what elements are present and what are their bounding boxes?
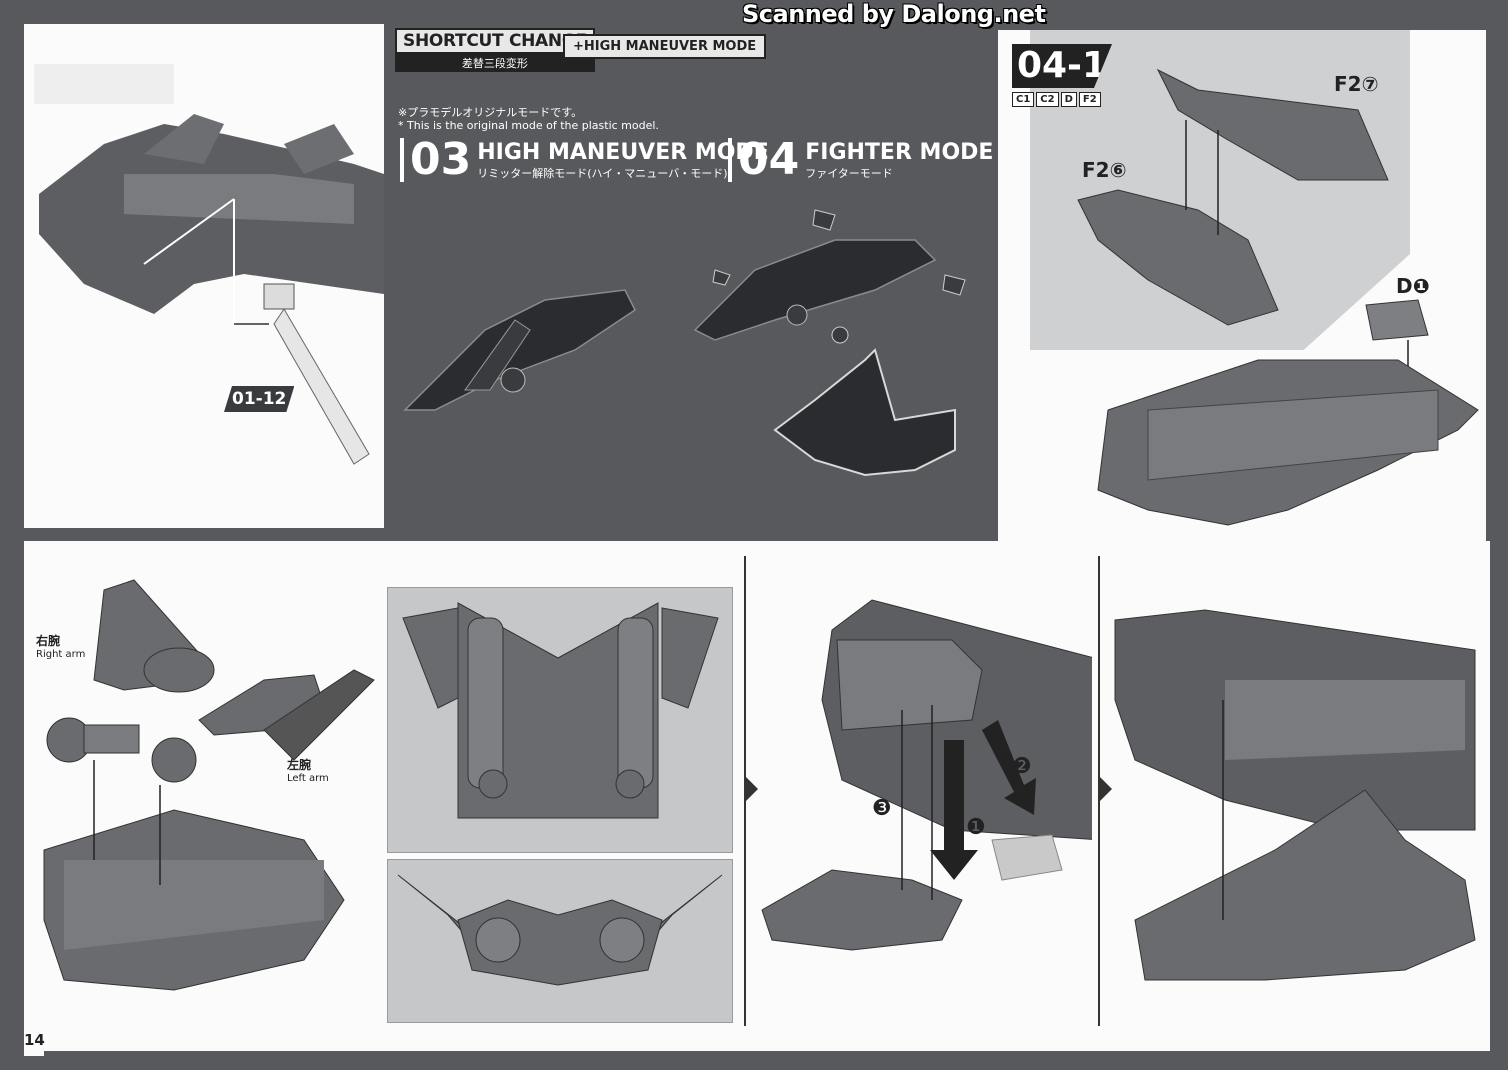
note-jp: ※プラモデルオリジナルモードです。 [398,106,583,119]
divider-1 [744,556,746,1026]
ship-illustration-left [34,64,384,465]
mode-04: 04 FIGHTER MODE ファイターモード [728,138,993,182]
mode-03-sub: リミッター解除モード(ハイ・マニューバ・モード) [477,166,728,180]
callout-f2-7: F2⑦ [1334,72,1379,96]
shortcut-header: SHORTCUT CHANGE 差替三段変形 [395,28,595,72]
right-arm-label: 右腕 Right arm [36,632,85,660]
mode-04-number: 04 [738,134,800,185]
mode-04-bar [728,138,732,182]
mode-illustrations [403,209,966,477]
shortcut-label: SHORTCUT CHANGE [395,28,595,54]
part-f2: F2 [1078,92,1101,107]
top-left-panel: 01-12 [24,24,384,528]
callout-f2-6: F2⑥ [1082,158,1127,182]
seq-1: ❶ [966,815,986,840]
step-id: 04-1 [1016,45,1108,86]
seq-3: ❸ [872,796,892,821]
step-04-1-illustration [1077,68,1479,526]
seq-2: ❷ [1012,754,1032,779]
note-en: * This is the original mode of the plast… [398,119,659,132]
arms-illustration [43,579,375,991]
left-arm-jp: 左腕 [287,758,312,772]
removal-illustration [761,599,1092,951]
final-assembly-illustration [1114,609,1476,981]
mode-03-title: HIGH MANEUVER MODE [477,139,769,165]
mode-03: 03 HIGH MANEUVER MODE リミッター解除モード(ハイ・マニュー… [400,138,769,182]
callout-d-1: D❶ [1396,274,1430,298]
part-c2: C2 [1036,92,1059,107]
mode-04-title: FIGHTER MODE [805,139,994,165]
top-view-box [387,587,733,853]
part-c1: C1 [1012,92,1035,107]
mode-03-bar [400,138,404,182]
left-arm-en: Left arm [287,773,329,784]
mode-tag: +HIGH MANEUVER MODE [563,34,767,59]
mode-04-sub: ファイターモード [805,166,893,180]
top-view-illustration [402,602,719,819]
step-id-box: 04-1 [1012,44,1112,88]
parts-list: C1 C2 D F2 [1012,92,1103,107]
page-number: 14 [24,1030,45,1056]
page-number-text: 14 [24,1031,45,1049]
right-arm-jp: 右腕 [36,634,61,648]
part-d: D [1060,92,1077,107]
front-view-illustration [397,874,723,986]
note: ※プラモデルオリジナルモードです。 * This is the original… [398,106,659,132]
divider-2 [1098,556,1100,1026]
step-arrow-2 [1100,777,1112,801]
step-ref-badge: 01-12 [224,386,294,412]
left-arm-label: 左腕 Left arm [287,756,329,784]
mode-tag-text: +HIGH MANEUVER MODE [573,39,757,54]
right-arm-en: Right arm [36,649,86,660]
front-view-box [387,859,733,1023]
mode-03-number: 03 [410,134,472,185]
shortcut-sub: 差替三段変形 [395,54,595,72]
step-04-1-panel: 04-1 C1 C2 D F2 F2⑦ F2⑥ D❶ [998,30,1486,542]
watermark: Scanned by Dalong.net [742,0,1046,28]
step-arrow-1 [746,777,758,801]
